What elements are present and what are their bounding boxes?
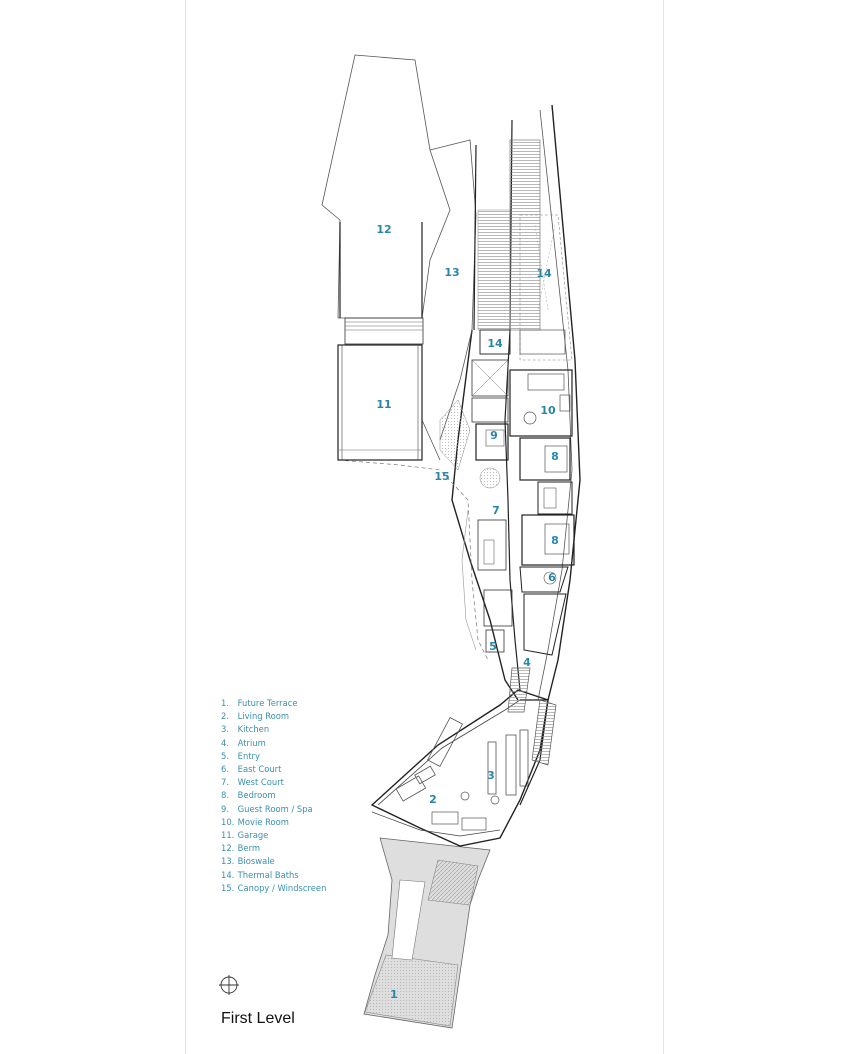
legend-item: 4. Atrium — [221, 737, 266, 748]
room-label: 14 — [536, 267, 552, 280]
bioswale — [429, 139, 477, 471]
living-kitchen-wing — [370, 689, 549, 847]
room-label: 7 — [492, 504, 500, 517]
legend-item: 6. East Court — [221, 764, 282, 775]
level-caption: First Level — [221, 1010, 295, 1027]
berm — [321, 54, 451, 345]
legend-item: 9. Guest Room / Spa — [221, 803, 313, 814]
legend-item: 1. Future Terrace — [221, 698, 298, 708]
legend-item: 2. Living Room — [221, 711, 290, 722]
atrium-stairs — [507, 667, 557, 766]
room-label: 10 — [540, 404, 556, 417]
room-label: 3 — [487, 769, 495, 782]
legend-item: 13. Bioswale — [221, 856, 275, 867]
room-label: 6 — [548, 571, 556, 584]
room-label: 9 — [490, 429, 498, 442]
legend-item: 8. Bedroom — [221, 790, 276, 801]
legend-item: 10. Movie Room — [221, 816, 289, 827]
legend-item: 5. Entry — [221, 750, 260, 761]
room-label: 11 — [376, 398, 391, 411]
legend-item: 7. West Court — [221, 777, 284, 788]
room-label: 4 — [523, 656, 531, 669]
guest-room-spa — [471, 359, 513, 653]
garage — [337, 344, 441, 461]
legend-item: 3. Kitchen — [221, 724, 270, 735]
canopy-windscreen — [337, 459, 489, 661]
room-label: 1 — [390, 988, 398, 1001]
room-label: 12 — [376, 223, 391, 236]
room-legend: 1. Future Terrace 2. Living Room 3. Kitc… — [221, 697, 326, 895]
legend-item: 11. Garage — [221, 830, 269, 841]
future-terrace — [363, 837, 491, 1029]
room-label: 14 — [487, 337, 503, 350]
room-label: 2 — [429, 793, 437, 806]
legend-item: 12. Berm — [221, 843, 261, 854]
legend-item: 14. Thermal Baths — [221, 869, 299, 880]
north-arrow-icon — [219, 975, 239, 995]
room-label: 15 — [434, 470, 449, 483]
room-label: 5 — [489, 640, 497, 653]
room-label: 8 — [551, 534, 559, 547]
room-label: 13 — [444, 266, 459, 279]
bedroom-cluster — [509, 369, 575, 656]
thermal-baths — [477, 139, 573, 361]
room-labels: 1 2 3 4 5 6 7 8 8 9 10 11 12 13 14 14 15 — [376, 223, 558, 1001]
room-label: 8 — [551, 450, 559, 463]
legend-item: 15. Canopy / Windscreen — [221, 882, 327, 893]
